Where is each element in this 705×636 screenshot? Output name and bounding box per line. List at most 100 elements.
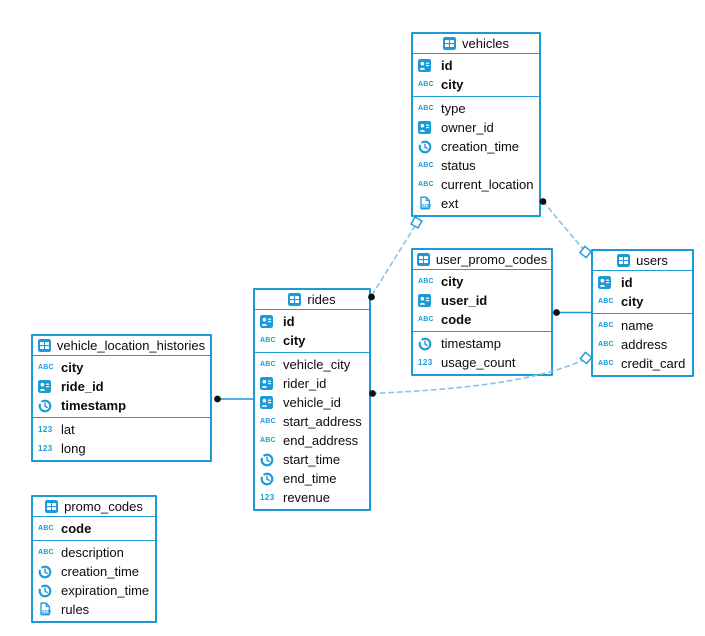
relationship-vehicle_location_histories-rides[interactable] bbox=[214, 395, 253, 403]
field-row[interactable]: owner_id bbox=[413, 118, 539, 137]
field-row[interactable]: rider_id bbox=[255, 374, 369, 393]
field-row[interactable]: ABC code bbox=[413, 310, 551, 329]
field-row[interactable]: creation_time bbox=[33, 562, 155, 581]
table-title: users bbox=[636, 253, 668, 268]
svg-text:JSON: JSON bbox=[419, 203, 430, 208]
id-badge-icon bbox=[418, 59, 436, 72]
table-header[interactable]: vehicle_location_histories bbox=[33, 336, 210, 356]
field-row[interactable]: creation_time bbox=[413, 137, 539, 156]
field-row[interactable]: id bbox=[413, 56, 539, 75]
table-header[interactable]: users bbox=[593, 251, 692, 271]
id-badge-icon bbox=[418, 121, 436, 134]
field-label: start_address bbox=[283, 414, 362, 429]
field-row[interactable]: end_time bbox=[255, 469, 369, 488]
relationship-line[interactable] bbox=[371, 225, 416, 296]
field-row[interactable]: JSON rules bbox=[33, 600, 155, 619]
field-row[interactable]: timestamp bbox=[413, 334, 551, 353]
timestamp-type-icon bbox=[418, 337, 436, 351]
field-label: city bbox=[283, 333, 306, 348]
number-type-icon: 123 bbox=[38, 443, 53, 453]
field-label: code bbox=[441, 312, 472, 327]
table-header[interactable]: vehicles bbox=[413, 34, 539, 54]
field-label: ext bbox=[441, 196, 459, 211]
string-type-icon: ABC bbox=[260, 418, 276, 425]
field-label: timestamp bbox=[441, 336, 501, 351]
field-row[interactable]: user_id bbox=[413, 291, 551, 310]
string-type-icon: ABC bbox=[38, 525, 54, 532]
field-label: status bbox=[441, 158, 476, 173]
field-label: address bbox=[621, 337, 668, 352]
timestamp-type-icon bbox=[38, 565, 56, 579]
field-label: creation_time bbox=[61, 564, 140, 579]
table-header[interactable]: rides bbox=[255, 290, 369, 310]
field-label: id bbox=[621, 275, 633, 290]
table-header[interactable]: user_promo_codes bbox=[413, 250, 551, 270]
field-row[interactable]: ABC start_address bbox=[255, 412, 369, 431]
field-row[interactable]: start_time bbox=[255, 450, 369, 469]
field-row[interactable]: vehicle_id bbox=[255, 393, 369, 412]
field-row[interactable]: expiration_time bbox=[33, 581, 155, 600]
field-label: creation_time bbox=[441, 139, 520, 154]
table-header[interactable]: promo_codes bbox=[33, 497, 155, 517]
table-title: vehicle_location_histories bbox=[56, 338, 206, 353]
timestamp-type-icon bbox=[260, 472, 278, 486]
field-row[interactable]: timestamp bbox=[33, 396, 210, 415]
field-label: city bbox=[61, 360, 84, 375]
field-row[interactable]: ride_id bbox=[33, 377, 210, 396]
table-icon bbox=[37, 339, 52, 352]
field-label: start_time bbox=[283, 452, 341, 467]
string-type-icon: ABC bbox=[418, 278, 434, 285]
timestamp-type-icon bbox=[260, 453, 278, 467]
string-type-icon: ABC bbox=[418, 316, 434, 323]
relationship-line[interactable] bbox=[542, 200, 584, 250]
string-type-icon: ABC bbox=[418, 105, 434, 112]
field-row[interactable]: id bbox=[593, 273, 692, 292]
field-row[interactable]: JSON ext bbox=[413, 194, 539, 213]
relationship-user_promo_codes-users[interactable] bbox=[553, 309, 591, 316]
field-label: rules bbox=[61, 602, 90, 617]
field-label: owner_id bbox=[441, 120, 494, 135]
field-row[interactable]: id bbox=[255, 312, 369, 331]
field-label: current_location bbox=[441, 177, 534, 192]
table-title: vehicles bbox=[462, 36, 509, 51]
field-label: description bbox=[61, 545, 124, 560]
field-label: expiration_time bbox=[61, 583, 150, 598]
number-type-icon: 123 bbox=[38, 424, 53, 434]
number-type-icon: 123 bbox=[260, 492, 275, 502]
json-type-icon: JSON bbox=[38, 602, 56, 617]
